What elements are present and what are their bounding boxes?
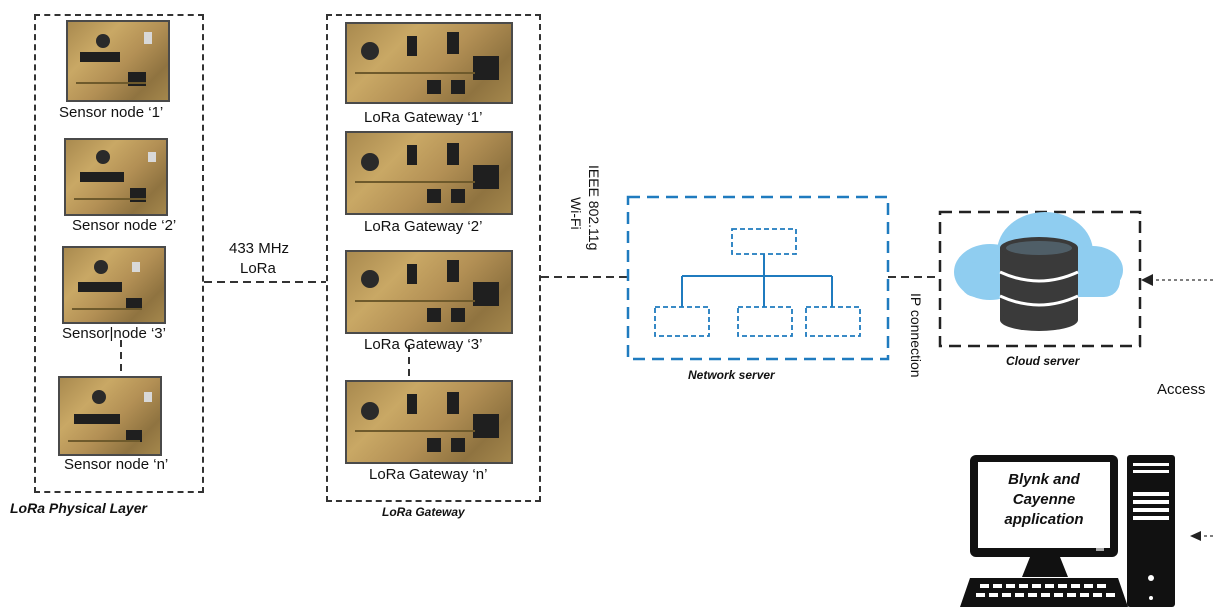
sensor-node-n-label: Sensor node ‘n’: [64, 456, 169, 473]
database-icon: [999, 237, 1079, 331]
gateway-n-image: [345, 380, 513, 464]
application-line-2: Cayenne: [1012, 491, 1076, 508]
physical-layer-caption: LoRa Physical Layer: [10, 500, 147, 516]
application-label: Blynk and Cayenne application: [978, 470, 1110, 530]
cloud-server-caption: Cloud server: [1006, 354, 1080, 368]
network-tree-icon: [654, 228, 861, 337]
app-arrow-head: [1190, 531, 1201, 541]
sensor-node-2-label: Sensor node ‘2’: [72, 217, 177, 234]
sensor-node-n-image: [58, 376, 162, 456]
lora-link-protocol: LoRa: [240, 260, 276, 277]
gateway-n-label: LoRa Gateway ‘n’: [369, 466, 488, 483]
access-label: Access: [1157, 381, 1206, 398]
network-server-box: [626, 195, 890, 361]
application-line-3: application: [1004, 511, 1084, 528]
network-server-caption: Network server: [688, 368, 775, 382]
sensor-node-3-image: [62, 246, 166, 324]
sensor-node-1-label: Sensor node ‘1’: [59, 104, 164, 121]
wifi-link-name: Wi-Fi: [568, 197, 584, 230]
ip-connection-label: IP connection: [908, 293, 924, 378]
sensor-node-1-image: [66, 20, 170, 102]
gateway-layer-box: [326, 14, 541, 502]
gateway-1-label: LoRa Gateway ‘1’: [364, 109, 483, 126]
gateway-3-image: [345, 250, 513, 334]
gateway-2-label: LoRa Gateway ‘2’: [364, 218, 483, 235]
gateway-3-label: LoRa Gateway ‘3’: [364, 336, 483, 353]
application-line-1: Blynk and: [1008, 471, 1080, 488]
wifi-link-standard: IEEE 802.11g: [586, 165, 602, 251]
computer-icon: [960, 455, 1175, 607]
sensor-node-3-label: Sensor|node ‘3’: [62, 325, 166, 342]
gateway-2-image: [345, 131, 513, 215]
lora-link-frequency: 433 MHz: [229, 240, 290, 257]
gateway-layer-caption: LoRa Gateway: [382, 505, 465, 519]
cloud-server-box: [938, 210, 1142, 348]
sensor-node-2-image: [64, 138, 168, 216]
access-arrow-head: [1141, 274, 1153, 286]
physical-layer-box: [34, 14, 204, 493]
gateway-1-image: [345, 22, 513, 104]
